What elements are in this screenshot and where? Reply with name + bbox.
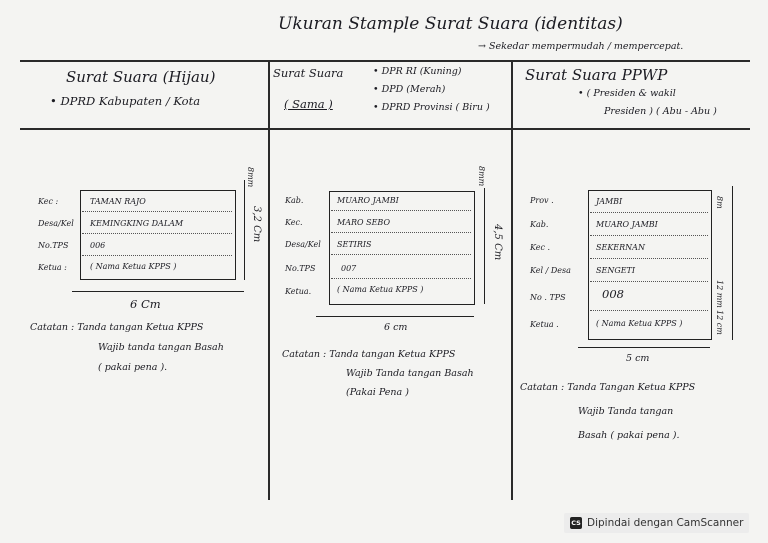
col1-width-arrow — [72, 291, 244, 292]
col1-top-label: 8mm — [246, 167, 255, 188]
col3-value-ketua: ( Nama Ketua KPPS ) — [596, 319, 683, 328]
col1-value-tps: 006 — [90, 241, 106, 250]
col3-value-desa: SENGETI — [596, 266, 636, 275]
page-title: Ukuran Stample Surat Suara (identitas) — [278, 14, 623, 34]
col2-note-line2: Wajib Tanda tangan Basah — [346, 368, 474, 379]
col1-value-ketua: ( Nama Ketua KPPS ) — [90, 262, 177, 271]
col2-stamp-box — [329, 191, 475, 305]
col2-item-dpd: • DPD (Merah) — [373, 84, 446, 95]
col3-value-prov: JAMBI — [596, 197, 623, 206]
col3-field-desa: Kel / Desa — [530, 266, 571, 275]
col1-value-desa: KEMINGKING DALAM — [90, 219, 184, 228]
col2-value-tps: 007 — [341, 264, 357, 273]
col2-dotted-line — [331, 278, 471, 279]
col2-same-label: ( Sama ) — [284, 97, 333, 111]
col2-field-tps: No.TPS — [285, 264, 316, 273]
col3-value-kab: MUARO JAMBI — [596, 220, 658, 229]
col1-width-label: 6 Cm — [130, 297, 161, 311]
col2-width-arrow — [316, 316, 474, 317]
col3-value-tps: 008 — [602, 287, 624, 301]
col1-subtitle: • DPRD Kabupaten / Kota — [50, 94, 201, 108]
col2-item-dpr: • DPR RI (Kuning) — [373, 66, 462, 77]
col1-dotted-line — [82, 211, 232, 212]
col3-field-prov: Prov . — [530, 196, 554, 205]
col3-stamp-box — [588, 190, 712, 340]
col1-field-kec: Kec : — [38, 197, 59, 206]
col2-note-line1: Catatan : Tanda tangan Ketua KPPS — [282, 349, 456, 360]
page-subtitle: → Sekedar mempermudah / mempercepat. — [478, 41, 684, 52]
col2-value-desa: SETIRIS — [337, 240, 372, 249]
col2-note-line3: (Pakai Pena ) — [346, 387, 409, 398]
col3-dotted-line — [590, 310, 708, 311]
col2-title: Surat Suara — [273, 66, 344, 80]
col2-value-ketua: ( Nama Ketua KPPS ) — [337, 285, 424, 294]
col3-side-label-bottom: 12 cm — [715, 310, 724, 335]
col2-field-kec: Kec. — [285, 218, 303, 227]
col2-height-label: 4,5 Cm — [492, 224, 503, 261]
col1-note-line2: Wajib tanda tangan Basah — [98, 342, 224, 353]
col1-height-arrow — [244, 180, 245, 280]
col2-field-ketua: Ketua. — [285, 287, 312, 296]
col3-height-arrow — [732, 186, 733, 340]
col1-field-ketua: Ketua : — [38, 263, 67, 272]
col2-dotted-line — [331, 254, 471, 255]
col-divider-2 — [511, 60, 513, 500]
col3-dotted-line — [590, 258, 708, 259]
col2-dotted-line — [331, 210, 471, 211]
col2-dotted-line — [331, 232, 471, 233]
col3-dotted-line — [590, 212, 708, 213]
header-divider — [20, 128, 750, 130]
col1-height-label: 3,2 Cm — [251, 206, 262, 243]
col1-dotted-line — [82, 255, 232, 256]
camscanner-label: Dipindai dengan CamScanner — [587, 517, 744, 529]
col3-note-line3: Basah ( pakai pena ). — [578, 430, 680, 441]
col3-side-label-top: 8m — [715, 196, 724, 209]
col3-width-label: 5 cm — [626, 353, 650, 364]
camscanner-icon: CS — [570, 517, 582, 529]
col1-value-kec: TAMAN RAJO — [90, 197, 146, 206]
col3-item-line2: Presiden ) ( Abu - Abu ) — [604, 106, 717, 117]
col3-field-kab: Kab. — [530, 220, 549, 229]
col2-height-arrow — [484, 188, 485, 304]
col3-item-line1: • ( Presiden & wakil — [578, 88, 676, 99]
col3-field-ketua: Ketua . — [530, 320, 559, 329]
col3-field-tps: No . TPS — [530, 293, 566, 302]
col1-title: Surat Suara (Hijau) — [66, 68, 216, 86]
col1-stamp-box — [80, 190, 236, 280]
col3-dotted-line — [590, 235, 708, 236]
col-divider-1 — [268, 60, 270, 500]
col3-note-line1: Catatan : Tanda Tangan Ketua KPPS — [520, 382, 696, 393]
col3-width-arrow — [578, 347, 710, 348]
col1-note-line1: Catatan : Tanda tangan Ketua KPPS — [30, 322, 204, 333]
col3-value-kec: SEKERNAN — [596, 243, 645, 252]
col3-title: Surat Suara PPWP — [525, 66, 668, 84]
col1-field-desa: Desa/Kel — [38, 219, 74, 228]
camscanner-badge: CS Dipindai dengan CamScanner — [564, 513, 750, 533]
top-divider — [20, 60, 750, 62]
col1-field-tps: No.TPS — [38, 241, 69, 250]
col2-top-label: 8mm — [477, 166, 486, 187]
col2-item-dprd: • DPRD Provinsi ( Biru ) — [373, 102, 490, 113]
col1-note-line3: ( pakai pena ). — [98, 362, 168, 373]
col1-dotted-line — [82, 233, 232, 234]
col3-side-label-mid: 12 mm — [715, 280, 724, 308]
col2-field-kab: Kab. — [285, 196, 304, 205]
col2-value-kec: MARO SEBO — [337, 218, 390, 227]
col2-value-kab: MUARO JAMBI — [337, 196, 399, 205]
col3-dotted-line — [590, 281, 708, 282]
col2-field-desa: Desa/Kel — [285, 240, 321, 249]
col3-field-kec: Kec . — [530, 243, 551, 252]
col2-width-label: 6 cm — [384, 322, 408, 333]
col3-note-line2: Wajib Tanda tangan — [578, 406, 674, 417]
